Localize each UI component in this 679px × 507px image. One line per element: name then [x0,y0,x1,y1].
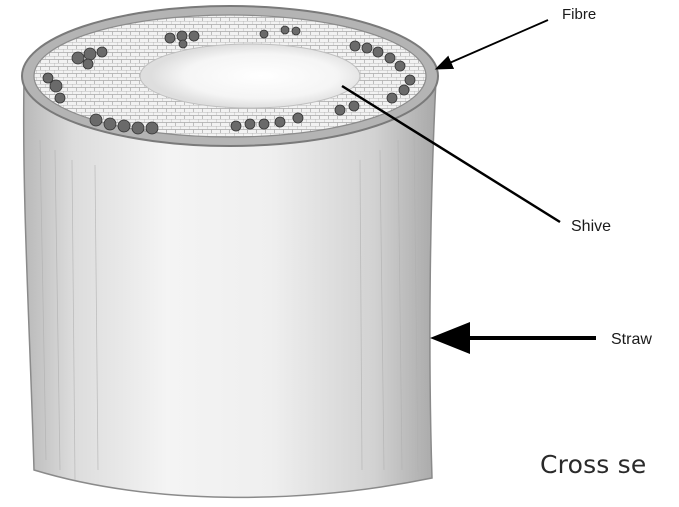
fibre-label: Fibre [562,6,596,23]
cross-section-pith [140,44,360,108]
fibre-arrow [438,20,548,68]
caption-text: Cross se [540,450,646,479]
shive-label: Shive [571,218,611,236]
straw-label: Straw [611,331,652,349]
